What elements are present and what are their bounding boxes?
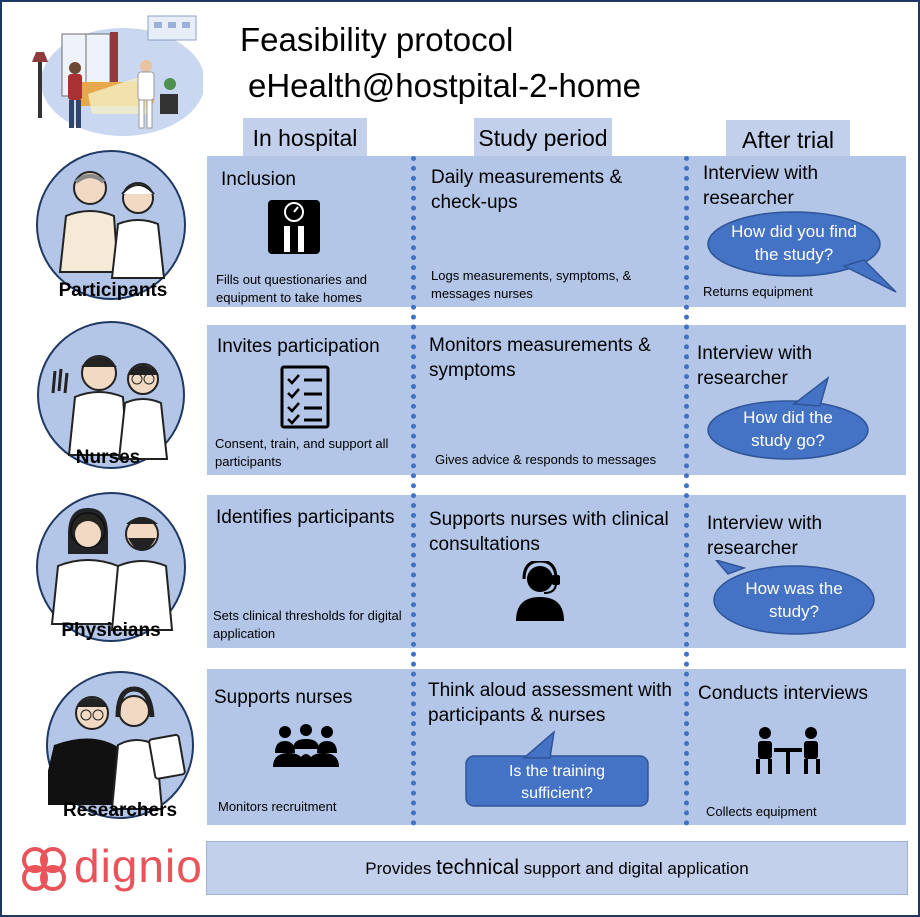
- physicians-hospital-note: Sets clinical thresholds for digital app…: [213, 608, 402, 641]
- title-line-1: Feasibility protocol: [240, 21, 514, 58]
- researchers-after-heading: Conducts interviews: [698, 683, 869, 704]
- participants-study-heading: Daily measurements & check-ups: [431, 167, 623, 213]
- researchers-after-note: Collects equipment: [706, 804, 817, 819]
- researchers-study-heading: Think aloud assessment with participants…: [428, 680, 672, 726]
- physicians-avatar: [36, 492, 186, 642]
- group-icon: [273, 724, 339, 767]
- role-label-researchers: Researchers: [62, 800, 178, 821]
- footer-text-post: support and digital application: [523, 859, 749, 878]
- home-care-illustration: [32, 15, 203, 136]
- role-label-nurses: Nurses: [75, 447, 141, 468]
- footer-banner: Provides technical support and digital a…: [206, 841, 908, 895]
- nurses-hospital-note: Consent, train, and support all particip…: [215, 436, 389, 469]
- speech-bubble: [713, 560, 875, 635]
- participants-after-note: Returns equipment: [703, 284, 813, 299]
- headset-person-icon: [516, 561, 564, 621]
- nurses-avatar: [37, 321, 185, 469]
- divider-left: [411, 156, 416, 826]
- dignio-logo-text: dignio: [74, 840, 203, 892]
- footer-text: Provides technical support and digital a…: [207, 842, 907, 895]
- footer-text-highlight: technical: [436, 856, 520, 879]
- nurses-after-bubble: How did the study go?: [743, 408, 833, 450]
- researchers-avatar: [40, 671, 194, 819]
- nurses-hospital-heading: Invites participation: [217, 336, 380, 357]
- participants-after-heading: Interview with researcher: [703, 163, 819, 209]
- scale-icon: [268, 200, 320, 254]
- speech-bubble: [707, 376, 869, 460]
- column-header-after-trial: After trial: [726, 120, 850, 158]
- title-line-2: eHealth@hostpital-2-home: [248, 67, 642, 104]
- meeting-icon: [756, 727, 820, 774]
- divider-right: [684, 156, 689, 826]
- column-header-study-period: Study period: [474, 118, 612, 156]
- researchers-hospital-heading: Supports nurses: [214, 687, 353, 708]
- participants-hospital-heading: Inclusion: [221, 169, 296, 190]
- participants-after-bubble: How did you find the study?: [731, 222, 857, 264]
- participants-hospital-note: Fills out questionaries and equipment to…: [216, 272, 368, 305]
- physicians-study-heading: Supports nurses with clinical consultati…: [429, 509, 669, 555]
- nurses-study-heading: Monitors measurements & symptoms: [429, 335, 651, 381]
- dignio-logo-icon: [22, 847, 66, 891]
- physicians-hospital-heading: Identifies participants: [216, 507, 395, 528]
- researchers-hospital-note: Monitors recruitment: [218, 799, 337, 814]
- checklist-icon: [280, 365, 330, 429]
- nurses-after-heading: Interview with researcher: [697, 343, 813, 389]
- footer-text-pre: Provides: [365, 859, 432, 878]
- physicians-after-bubble: How was the study?: [745, 579, 843, 621]
- participants-avatar: [36, 150, 186, 300]
- physicians-after-heading: Interview with researcher: [707, 513, 823, 559]
- participants-study-note: Logs measurements, symptoms, & messages …: [431, 268, 632, 301]
- nurses-study-note: Gives advice & responds to messages: [435, 452, 657, 467]
- column-header-in-hospital: In hospital: [243, 118, 367, 156]
- speech-bubble: [465, 730, 649, 807]
- speech-bubble: [707, 211, 897, 293]
- role-label-participants: Participants: [58, 280, 168, 301]
- researchers-study-bubble: Is the training sufficient?: [508, 763, 606, 802]
- role-label-physicians: Physicians: [61, 620, 161, 641]
